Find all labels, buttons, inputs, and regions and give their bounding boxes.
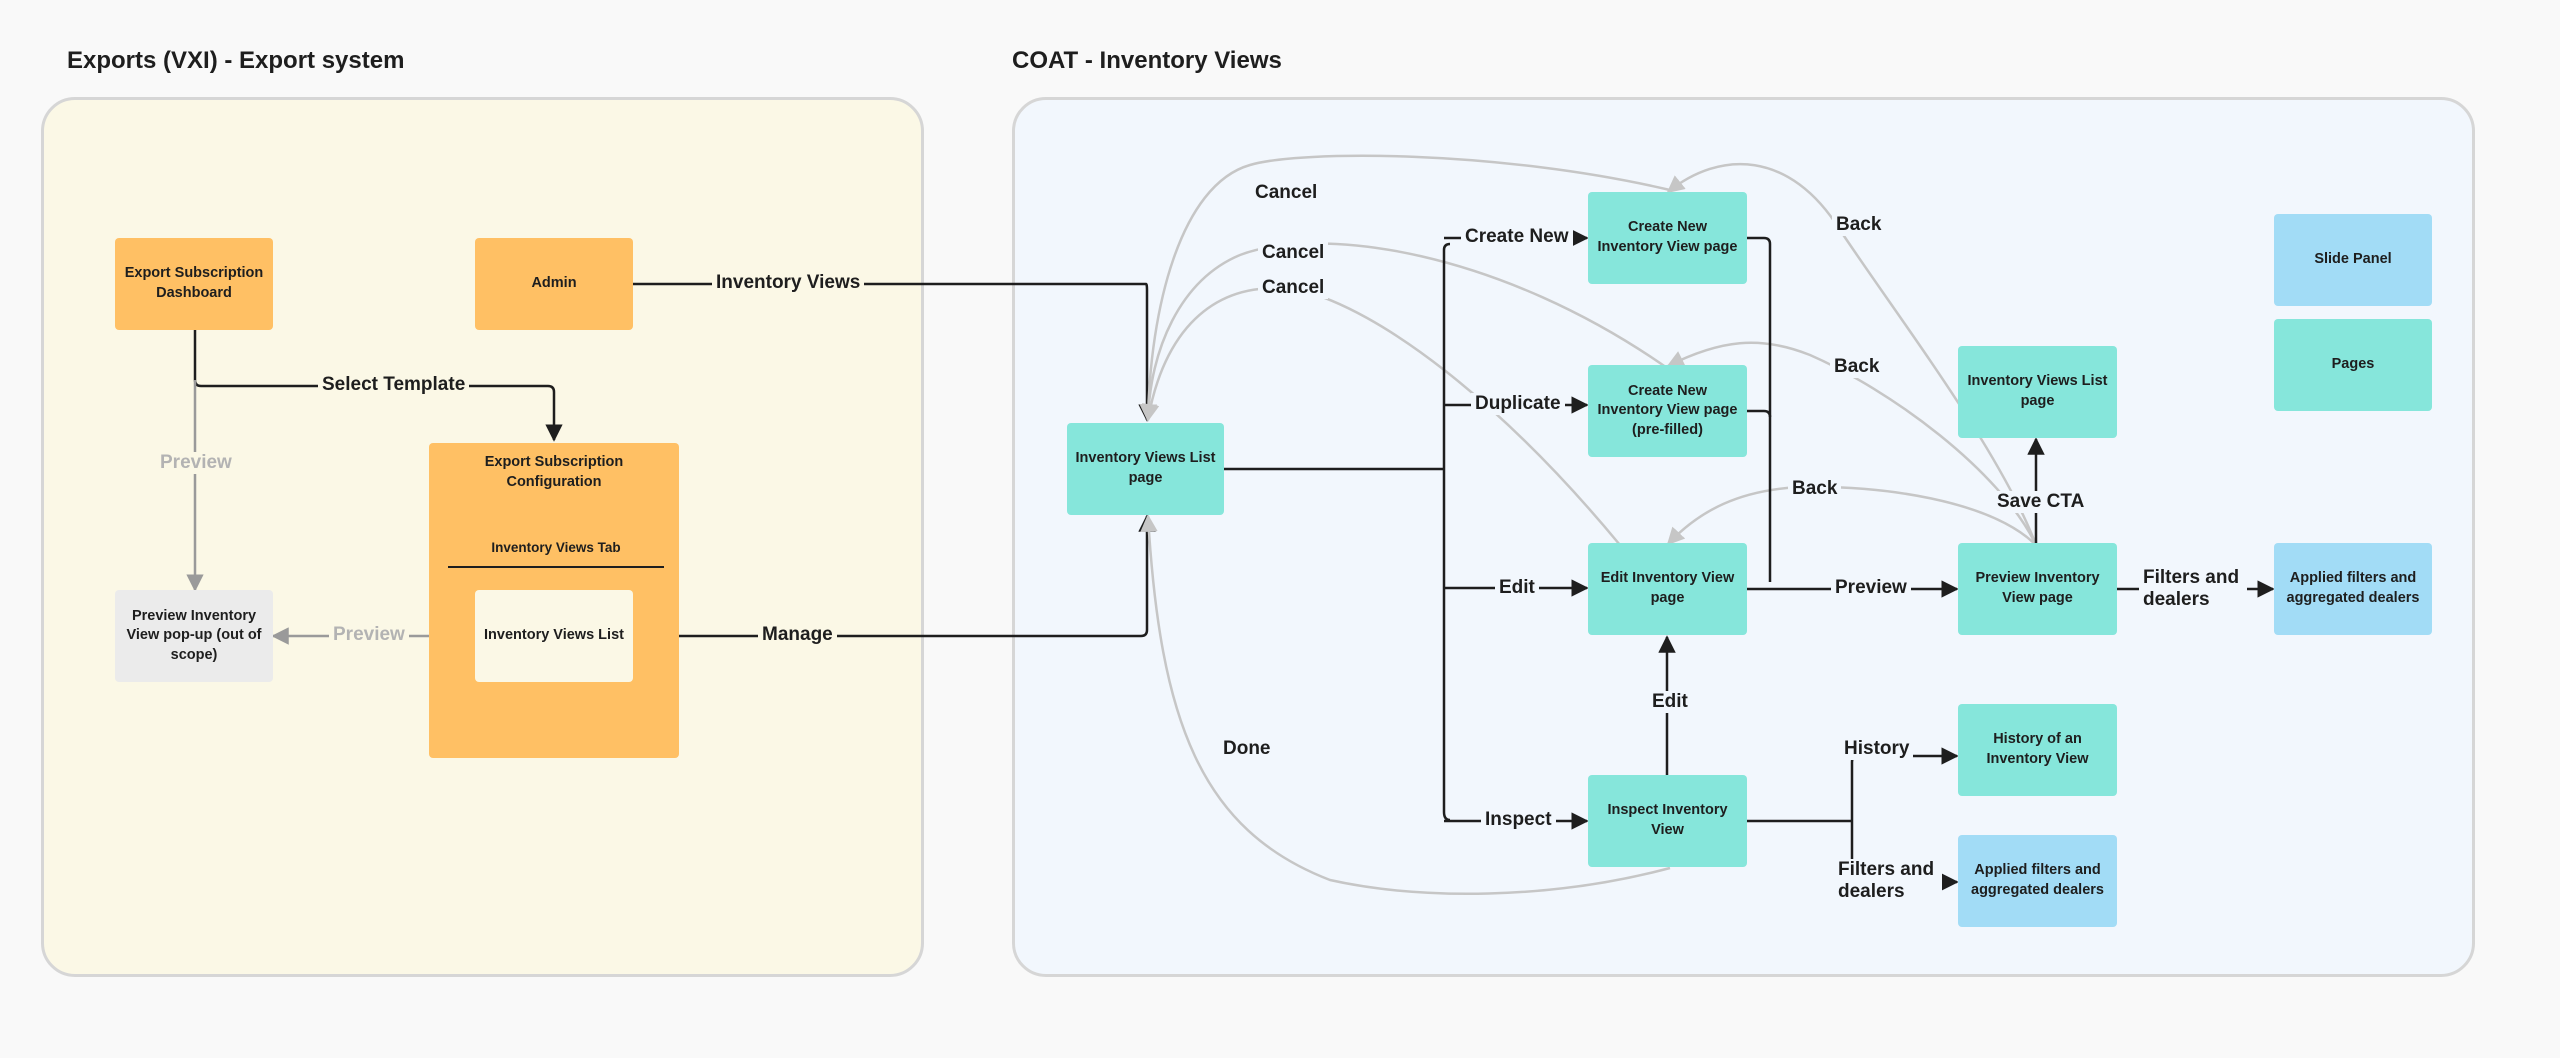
exports-section-title: Exports (VXI) - Export system bbox=[67, 47, 405, 74]
edge-label-preview-left: Preview bbox=[156, 452, 236, 474]
history-node: History of an Inventory View bbox=[1958, 704, 2117, 796]
legend-slide-panel: Slide Panel bbox=[2274, 214, 2432, 306]
edge-label-edit-up: Edit bbox=[1648, 691, 1692, 713]
tab-underline bbox=[448, 566, 664, 568]
edge-label-create-new: Create New bbox=[1461, 226, 1573, 248]
edge-label-back-3: Back bbox=[1788, 478, 1842, 500]
applied-filters-top-node: Applied filters and aggregated dealers bbox=[2274, 543, 2432, 635]
preview-page-node: Preview Inventory View page bbox=[1958, 543, 2117, 635]
edge-label-inspect: Inspect bbox=[1481, 809, 1556, 831]
inventory-views-list-page-node: Inventory Views List page bbox=[1067, 423, 1224, 515]
inspect-node: Inspect Inventory View bbox=[1588, 775, 1747, 867]
edge-label-history: History bbox=[1840, 738, 1914, 760]
applied-filters-bottom-node: Applied filters and aggregated dealers bbox=[1958, 835, 2117, 927]
edge-label-duplicate: Duplicate bbox=[1471, 393, 1565, 415]
coat-section-title: COAT - Inventory Views bbox=[1012, 47, 1282, 74]
edge-label-save-cta: Save CTA bbox=[1993, 491, 2089, 513]
edge-label-filters-dealers-right: Filters and dealers bbox=[2139, 567, 2247, 611]
edge-label-cancel-3: Cancel bbox=[1258, 277, 1329, 299]
list-page-right-node: Inventory Views List page bbox=[1958, 346, 2117, 438]
edge-label-cancel-2: Cancel bbox=[1258, 242, 1329, 264]
edge-label-inventory-views: Inventory Views bbox=[712, 272, 865, 294]
edge-label-preview-popup: Preview bbox=[329, 624, 409, 646]
edge-label-preview: Preview bbox=[1831, 577, 1911, 599]
edge-label-cancel-1: Cancel bbox=[1251, 182, 1322, 204]
inventory-views-list-small-node: Inventory Views List bbox=[475, 590, 633, 682]
edge-label-filters-dealers-bottom: Filters and dealers bbox=[1834, 859, 1942, 903]
edge-label-done: Done bbox=[1219, 738, 1275, 760]
export-dashboard-node: Export Subscription Dashboard bbox=[115, 238, 273, 330]
inventory-views-tab: Inventory Views Tab bbox=[491, 540, 621, 555]
create-new-prefilled-node: Create New Inventory View page (pre-fill… bbox=[1588, 365, 1747, 457]
edge-label-manage: Manage bbox=[758, 624, 837, 646]
admin-node: Admin bbox=[475, 238, 633, 330]
preview-popup-node: Preview Inventory View pop-up (out of sc… bbox=[115, 590, 273, 682]
edge-label-back-1: Back bbox=[1832, 214, 1886, 236]
create-new-node: Create New Inventory View page bbox=[1588, 192, 1747, 284]
edge-label-back-2: Back bbox=[1830, 356, 1884, 378]
edge-label-select-template: Select Template bbox=[318, 374, 470, 396]
edge-label-edit: Edit bbox=[1495, 577, 1539, 599]
edit-page-node: Edit Inventory View page bbox=[1588, 543, 1747, 635]
legend-pages: Pages bbox=[2274, 319, 2432, 411]
